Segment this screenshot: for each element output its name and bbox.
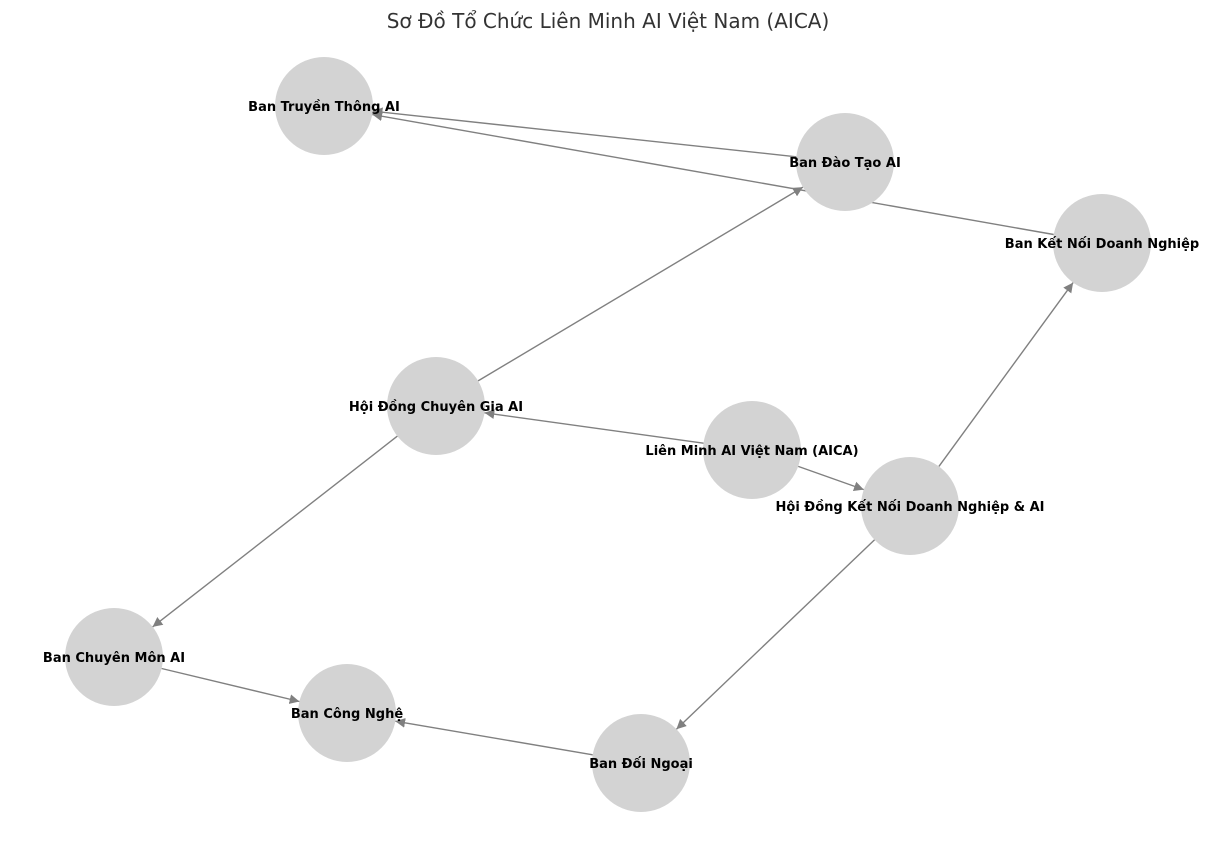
node-circle[interactable]: [861, 457, 959, 555]
node-ban_chuyen_mon[interactable]: Ban Chuyên Môn AI: [43, 608, 185, 706]
edge-ban_doi_ngoai-to-ban_cong_nghe: [395, 718, 593, 756]
node-ban_dao_tao[interactable]: Ban Đào Tạo AI: [789, 113, 901, 211]
edge-ban_chuyen_mon-to-ban_cong_nghe: [161, 667, 300, 704]
node-hd_ket_noi[interactable]: Hội Đồng Kết Nối Doanh Nghiệp & AI: [776, 457, 1045, 555]
node-label: Ban Công Nghệ: [291, 707, 403, 722]
node-label: Hội Đồng Kết Nối Doanh Nghiệp & AI: [776, 500, 1045, 515]
node-label: Ban Chuyên Môn AI: [43, 651, 185, 666]
diagram-title: Sơ Đồ Tổ Chức Liên Minh AI Việt Nam (AIC…: [387, 9, 830, 33]
node-circle[interactable]: [387, 357, 485, 455]
node-aica[interactable]: Liên Minh AI Việt Nam (AICA): [645, 401, 859, 499]
node-label: Ban Đối Ngoại: [589, 757, 693, 772]
node-circle[interactable]: [65, 608, 163, 706]
node-circle[interactable]: [275, 57, 373, 155]
node-label: Hội Đồng Chuyên Gia AI: [349, 400, 523, 415]
node-ban_cong_nghe[interactable]: Ban Công Nghệ: [291, 664, 403, 762]
node-circle[interactable]: [1053, 194, 1151, 292]
edge-hd_chuyen_gia-to-ban_chuyen_mon: [152, 435, 398, 628]
node-circle[interactable]: [796, 113, 894, 211]
node-circle[interactable]: [592, 714, 690, 812]
node-ban_doi_ngoai[interactable]: Ban Đối Ngoại: [589, 714, 693, 812]
node-ban_ket_noi_dn[interactable]: Ban Kết Nối Doanh Nghiệp: [1005, 194, 1199, 292]
node-label: Liên Minh AI Việt Nam (AICA): [645, 444, 858, 459]
edge-hd_ket_noi-to-ban_doi_ngoai: [675, 539, 876, 730]
edge-hd_ket_noi-to-ban_ket_noi_dn: [938, 282, 1074, 467]
edge-aica-to-hd_ket_noi: [797, 465, 865, 491]
node-label: Ban Truyền Thông AI: [248, 100, 400, 115]
node-ban_truyen_thong[interactable]: Ban Truyền Thông AI: [248, 57, 400, 155]
nodes-layer: Liên Minh AI Việt Nam (AICA) Hội Đồng Chu…: [43, 57, 1199, 812]
edge-ban_ket_noi_dn-to-ban_truyen_thong: [372, 111, 1054, 236]
node-label: Ban Kết Nối Doanh Nghiệp: [1005, 237, 1199, 252]
edge-hd_chuyen_gia-to-ban_dao_tao: [477, 186, 804, 382]
node-circle[interactable]: [298, 664, 396, 762]
node-label: Ban Đào Tạo AI: [789, 156, 901, 171]
edges-layer: [152, 107, 1074, 756]
node-hd_chuyen_gia[interactable]: Hội Đồng Chuyên Gia AI: [349, 357, 523, 455]
node-circle[interactable]: [703, 401, 801, 499]
edge-aica-to-hd_chuyen_gia: [484, 409, 704, 444]
edge-ban_dao_tao-to-ban_truyen_thong: [372, 107, 797, 158]
